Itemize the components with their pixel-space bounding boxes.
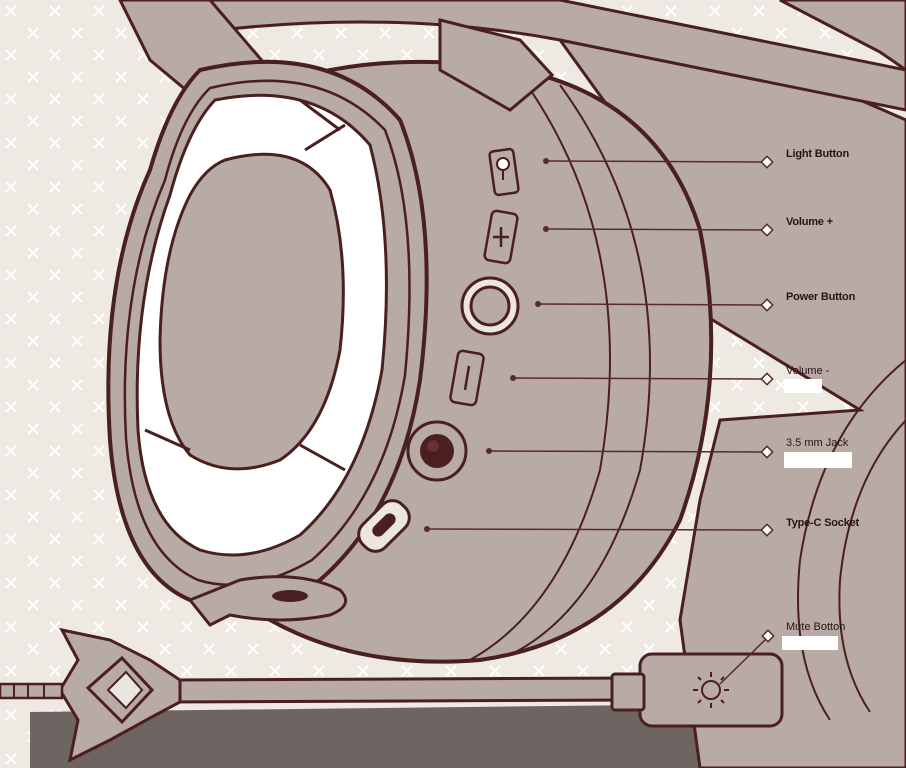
ring-divider-bottom bbox=[144, 428, 346, 472]
plug-rings bbox=[13, 684, 45, 698]
label-volume-minus: Volume - bbox=[786, 365, 830, 377]
speaker-plate bbox=[158, 152, 345, 471]
hinge-bottom bbox=[187, 575, 348, 627]
headband-right bbox=[779, 0, 906, 72]
leader-volume-plus bbox=[543, 223, 774, 237]
leader-light bbox=[543, 155, 774, 169]
light-icon bbox=[488, 147, 520, 197]
mute-box-collar bbox=[610, 672, 646, 712]
leader-type-c bbox=[424, 523, 774, 537]
jack-icon bbox=[406, 420, 468, 482]
label-mute: Mute Botton bbox=[786, 621, 846, 633]
label-volume-plus: Volume + bbox=[786, 216, 833, 228]
minus-icon bbox=[449, 349, 485, 407]
hinge-slot bbox=[272, 590, 308, 602]
plus-icon bbox=[483, 209, 519, 265]
cable bbox=[168, 676, 642, 704]
power-icon bbox=[460, 276, 520, 336]
leader-jack bbox=[486, 445, 774, 459]
ring-divider-top bbox=[299, 98, 346, 152]
usb-c-icon bbox=[357, 499, 411, 553]
plug-shield-inner bbox=[106, 670, 144, 710]
leader-volume-minus bbox=[510, 372, 774, 386]
plug-pin bbox=[0, 682, 64, 700]
earcup-seam-1 bbox=[469, 74, 611, 661]
hinge-top bbox=[438, 18, 555, 112]
redaction-bar bbox=[784, 452, 852, 468]
redaction-bar bbox=[784, 379, 822, 393]
sun-icon bbox=[693, 672, 729, 708]
leader-mute bbox=[719, 629, 775, 685]
label-jack: 3.5 mm Jack bbox=[786, 437, 849, 449]
body-right-curve-2 bbox=[838, 419, 906, 713]
earcup-seam-2 bbox=[509, 84, 651, 656]
label-power-button: Power Button bbox=[786, 291, 856, 303]
label-type-c: Type-C Socket bbox=[786, 517, 859, 529]
redaction-bar bbox=[782, 636, 838, 650]
leader-power bbox=[535, 298, 774, 312]
mute-box bbox=[638, 652, 784, 728]
label-light-button: Light Button bbox=[786, 148, 849, 160]
body-right-curve bbox=[797, 359, 906, 721]
